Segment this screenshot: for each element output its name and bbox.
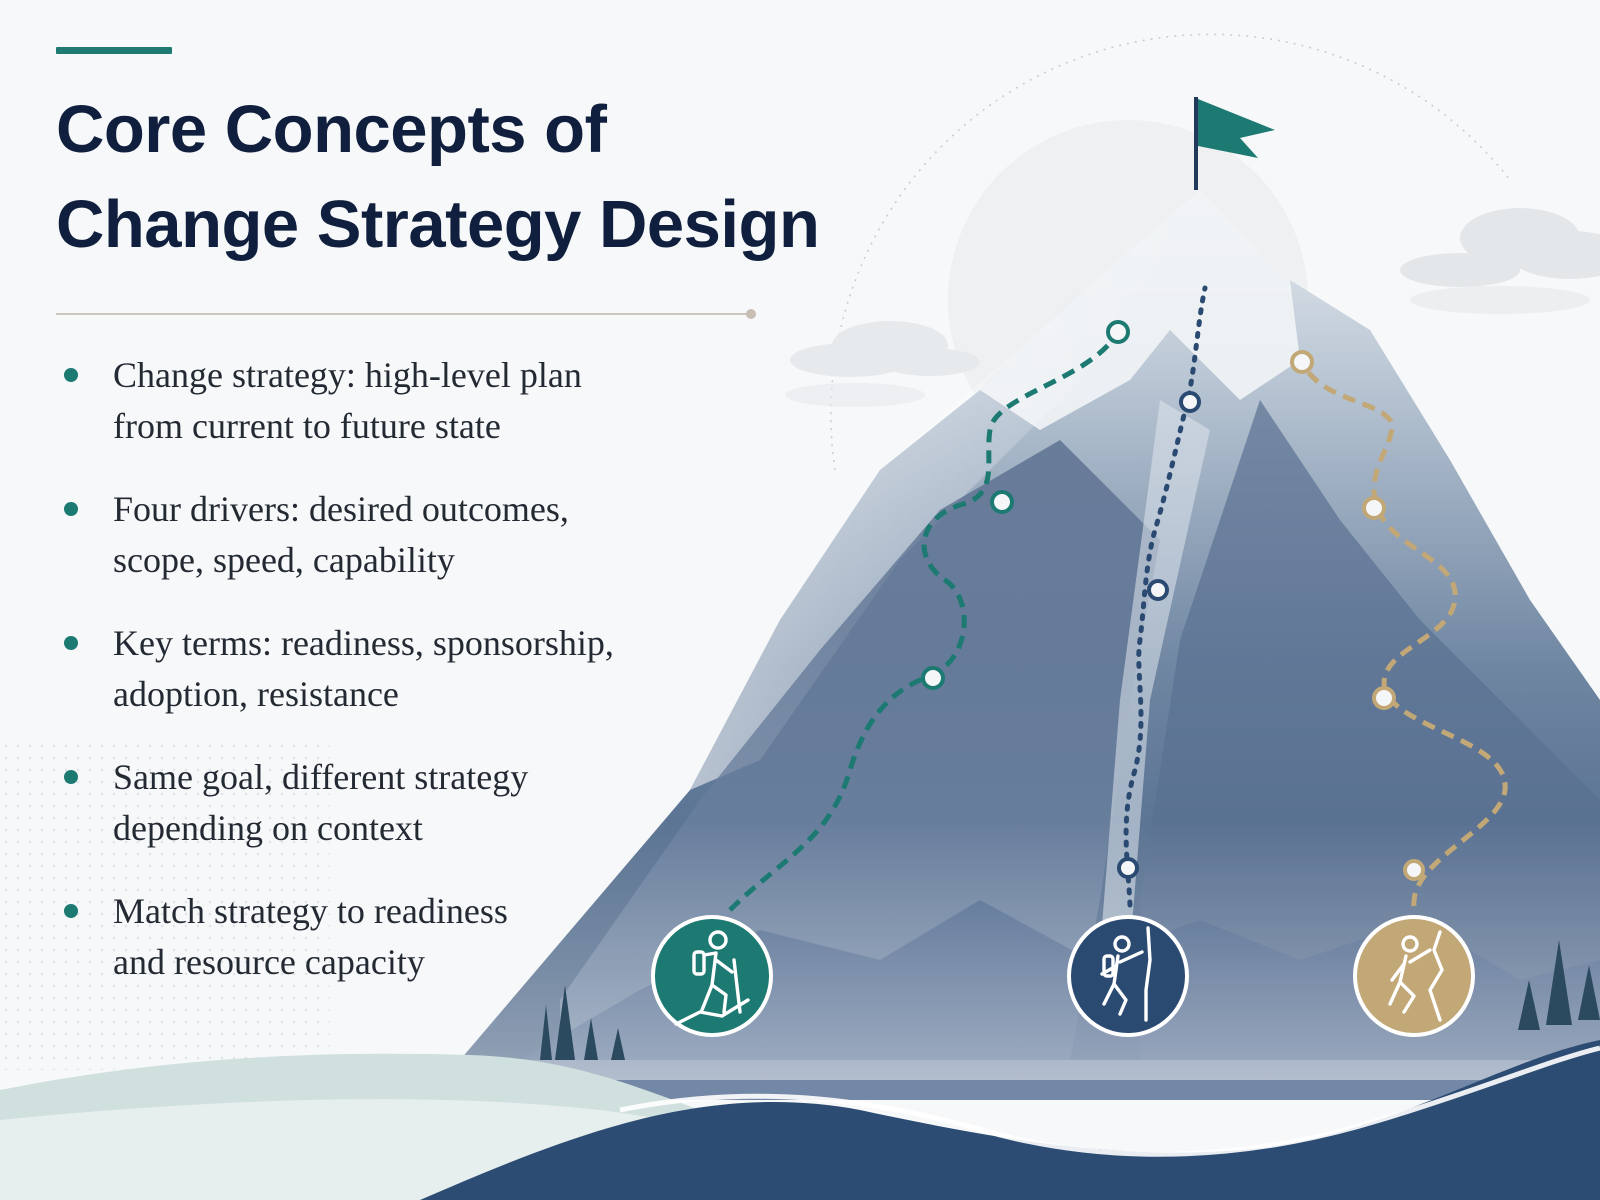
bullet-item: Match strategy to readiness and resource… xyxy=(56,886,696,1020)
page-title: Core Concepts of Change Strategy Design xyxy=(56,82,856,272)
teal-path xyxy=(728,330,1121,912)
bullet-line: Same goal, different strategy xyxy=(113,757,529,797)
teal-waypoints xyxy=(921,320,1130,690)
divider-end-dot xyxy=(746,309,756,319)
bullet-item: Four drivers: desired outcomes, scope, s… xyxy=(56,484,696,618)
bullet-line: and resource capacity xyxy=(113,942,425,982)
left-light xyxy=(690,190,1200,790)
title-accent-bar xyxy=(56,47,172,54)
bullet-line: scope, speed, capability xyxy=(113,540,455,580)
bullet-line: depending on context xyxy=(113,808,423,848)
bullet-text: Key terms: readiness, sponsorship, adopt… xyxy=(113,618,696,720)
navy-waypoints xyxy=(1117,391,1201,879)
bullet-line: adoption, resistance xyxy=(113,674,399,714)
bullet-text: Match strategy to readiness and resource… xyxy=(113,886,696,988)
flag-icon xyxy=(1194,97,1275,190)
title-line: Change Strategy Design xyxy=(56,187,820,262)
ground-wave xyxy=(420,1040,1600,1200)
bullet-marker xyxy=(64,770,78,784)
climber-icon xyxy=(1353,915,1475,1037)
bullet-line: Key terms: readiness, sponsorship, xyxy=(113,623,614,663)
center-gully xyxy=(1100,400,1210,950)
bullet-line: from current to future state xyxy=(113,406,501,446)
bullet-line: Match strategy to readiness xyxy=(113,891,508,931)
bullet-marker xyxy=(64,502,78,516)
bullet-text: Four drivers: desired outcomes, scope, s… xyxy=(113,484,696,586)
hiker-icon xyxy=(651,915,773,1037)
bullet-list: Change strategy: high-level plan from cu… xyxy=(56,350,696,1020)
ground-highlight xyxy=(619,1045,1600,1157)
title-divider xyxy=(56,313,750,315)
rock-climber-icon xyxy=(1067,915,1189,1037)
title-line: Core Concepts of xyxy=(56,92,607,167)
bullet-item: Same goal, different strategy depending … xyxy=(56,752,696,886)
bullet-marker xyxy=(64,904,78,918)
halo-arc xyxy=(830,33,1511,471)
bullet-text: Change strategy: high-level plan from cu… xyxy=(113,350,696,452)
bullet-text: Same goal, different strategy depending … xyxy=(113,752,696,854)
gold-path xyxy=(1299,360,1508,907)
cloud xyxy=(785,321,980,407)
gold-waypoints xyxy=(1290,350,1425,881)
cloud xyxy=(1400,208,1600,314)
pine-trees xyxy=(540,940,1600,1060)
bullet-marker xyxy=(64,368,78,382)
bullet-line: Four drivers: desired outcomes, xyxy=(113,489,569,529)
dot-pattern xyxy=(0,740,330,1070)
bullet-item: Change strategy: high-level plan from cu… xyxy=(56,350,696,484)
bullet-marker xyxy=(64,636,78,650)
bullet-line: Change strategy: high-level plan xyxy=(113,355,582,395)
bullet-item: Key terms: readiness, sponsorship, adopt… xyxy=(56,618,696,752)
